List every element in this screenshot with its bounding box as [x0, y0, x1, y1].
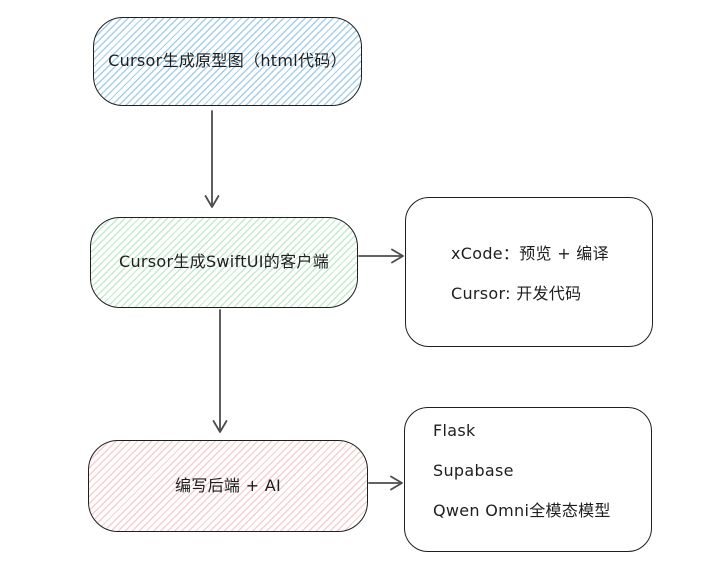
arrow-swiftui-to-xcode	[358, 248, 404, 264]
node-xcode: xCode：预览 + 编译 Cursor: 开发代码	[405, 197, 653, 347]
arrow-prototype-to-swiftui	[204, 110, 220, 208]
node-prototype: Cursor生成原型图（html代码）	[93, 17, 362, 106]
node-prototype-label: Cursor生成原型图（html代码）	[108, 51, 347, 71]
node-backend-label: 编写后端 + AI	[175, 475, 281, 495]
node-swiftui: Cursor生成SwiftUI的客户端	[90, 217, 358, 308]
node-xcode-line-1: xCode：预览 + 编译	[451, 243, 609, 263]
node-xcode-line-2: Cursor: 开发代码	[451, 283, 582, 303]
node-stack-line-1: Flask	[433, 420, 476, 440]
arrow-backend-to-stack	[368, 475, 403, 491]
node-stack-line-3: Qwen Omni全模态模型	[433, 500, 611, 520]
node-swiftui-label: Cursor生成SwiftUI的客户端	[118, 252, 330, 272]
node-stack-line-2: Supabase	[433, 460, 514, 480]
node-backend: 编写后端 + AI	[88, 440, 368, 532]
arrow-swiftui-to-backend	[212, 309, 228, 433]
node-stack: Flask Supabase Qwen Omni全模态模型	[404, 407, 652, 552]
